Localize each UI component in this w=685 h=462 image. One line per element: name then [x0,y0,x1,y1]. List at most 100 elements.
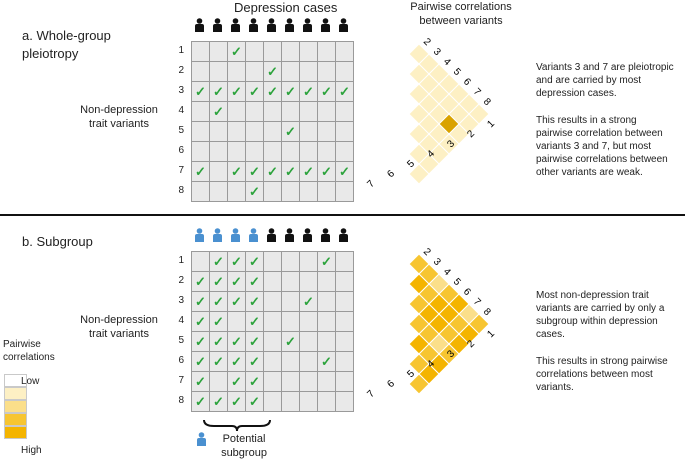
person-icon [320,228,331,242]
person-icon [194,228,205,242]
empty-cell [336,62,353,81]
triangle-diag-label: 1 [485,118,497,130]
person-icon [338,18,349,32]
panel-a-desc-1: Variants 3 and 7 are pleiotropic and are… [536,62,674,99]
triangle-top-label: 7 [471,86,483,98]
panel-a-desc-2: This results in a strong pairwise correl… [536,115,668,178]
triangle-top-label: 4 [441,266,453,278]
check-cell: ✓ [210,352,227,371]
triangle-diag-label: 1 [485,328,497,340]
empty-cell [336,352,353,371]
check-cell: ✓ [246,312,263,331]
empty-cell [300,332,317,351]
empty-cell [228,102,245,121]
empty-cell [228,182,245,201]
empty-cell [264,292,281,311]
panel-b-variant-grid: ✓✓✓✓✓✓✓✓✓✓✓✓✓✓✓✓✓✓✓✓✓✓✓✓✓✓✓✓✓✓✓✓✓ [191,251,354,412]
panel-b-rows-label: Non-depression trait variants [80,314,158,340]
empty-cell [264,272,281,291]
empty-cell [282,292,299,311]
check-cell: ✓ [192,372,209,391]
row-number: 7 [178,165,184,176]
person-icon [338,228,349,242]
check-cell: ✓ [192,312,209,331]
empty-cell [336,122,353,141]
check-cell: ✓ [228,332,245,351]
check-cell: ✓ [282,122,299,141]
empty-cell [246,142,263,161]
check-cell: ✓ [246,272,263,291]
person-icon [212,18,223,32]
legend-title: Pairwise correlations [3,339,55,363]
legend-scale [4,374,27,439]
panel-a-rows-label: Non-depression trait variants [80,104,158,130]
check-cell: ✓ [264,162,281,181]
check-cell: ✓ [282,332,299,351]
check-cell: ✓ [246,332,263,351]
empty-cell [318,102,335,121]
check-cell: ✓ [228,372,245,391]
row-number: 2 [178,275,184,286]
empty-cell [246,122,263,141]
empty-cell [300,392,317,411]
check-cell: ✓ [210,392,227,411]
panel-a-variant-grid: ✓✓✓✓✓✓✓✓✓✓✓✓✓✓✓✓✓✓✓✓✓✓ [191,41,354,202]
empty-cell [318,372,335,391]
triangle-top-label: 4 [441,56,453,68]
triangle-diag-label: 7 [365,388,377,400]
person-icon [302,18,313,32]
empty-cell [192,142,209,161]
empty-cell [282,352,299,371]
check-cell: ✓ [246,162,263,181]
check-cell: ✓ [192,82,209,101]
empty-cell [192,62,209,81]
check-cell: ✓ [246,352,263,371]
check-cell: ✓ [210,252,227,271]
triangle-top-label: 8 [481,96,493,108]
empty-cell [210,182,227,201]
check-cell: ✓ [300,82,317,101]
legend-swatch [4,400,27,413]
empty-cell [318,182,335,201]
check-cell: ✓ [318,162,335,181]
empty-cell [282,312,299,331]
check-cell: ✓ [246,182,263,201]
empty-cell [318,272,335,291]
empty-cell [264,122,281,141]
check-cell: ✓ [210,312,227,331]
person-icon [302,228,313,242]
person-icon [266,18,277,32]
empty-cell [282,42,299,61]
subgroup-brace-icon [203,419,271,432]
empty-cell [264,332,281,351]
empty-cell [282,272,299,291]
row-number: 1 [178,45,184,56]
triangle-top-label: 8 [481,306,493,318]
check-cell: ✓ [264,62,281,81]
empty-cell [300,102,317,121]
check-cell: ✓ [228,42,245,61]
triangle-top-label: 7 [471,296,483,308]
person-icon [212,228,223,242]
check-cell: ✓ [210,292,227,311]
empty-cell [318,42,335,61]
empty-cell [210,142,227,161]
empty-cell [336,42,353,61]
person-icon [230,18,241,32]
empty-cell [336,372,353,391]
empty-cell [336,292,353,311]
empty-cell [264,352,281,371]
check-cell: ✓ [246,372,263,391]
empty-cell [192,252,209,271]
check-cell: ✓ [300,162,317,181]
empty-cell [318,292,335,311]
triangle-top-label: 3 [431,46,443,58]
check-cell: ✓ [282,162,299,181]
empty-cell [210,62,227,81]
triangle-top-label: 3 [431,256,443,268]
row-number: 8 [178,185,184,196]
empty-cell [300,252,317,271]
row-number: 7 [178,375,184,386]
person-icon [194,18,205,32]
